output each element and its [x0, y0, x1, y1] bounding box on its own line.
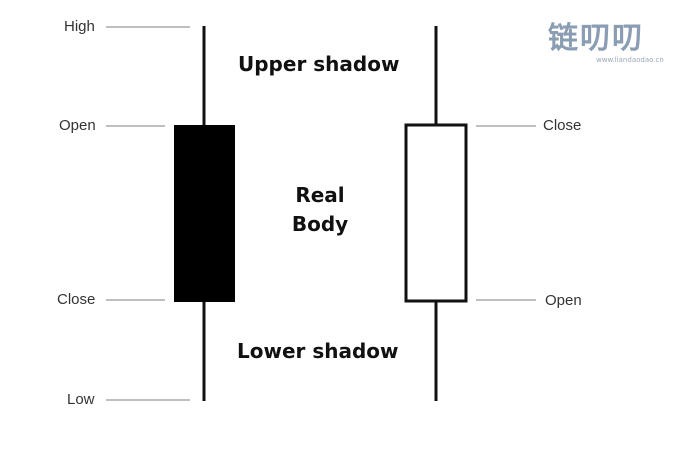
lower-shadow-title: Lower shadow — [237, 339, 399, 363]
watermark-logo: 链叨叨 www.liandaodao.cn — [548, 22, 684, 68]
low-label: Low — [67, 391, 95, 408]
real-body-title-line1: Real — [295, 183, 345, 207]
upper-shadow-title: Upper shadow — [238, 52, 400, 76]
open-right-label: Open — [545, 292, 582, 309]
high-label: High — [64, 18, 95, 35]
logo-text: 链叨叨 — [548, 21, 644, 56]
close-left-label: Close — [57, 291, 96, 308]
left-candle-body — [174, 125, 235, 302]
right-candle-body — [404, 123, 468, 303]
logo-url: www.liandaodao.cn — [596, 56, 664, 64]
open-left-label: Open — [59, 117, 96, 134]
real-body-title-line2: Body — [291, 212, 349, 236]
close-right-label: Close — [543, 117, 582, 134]
